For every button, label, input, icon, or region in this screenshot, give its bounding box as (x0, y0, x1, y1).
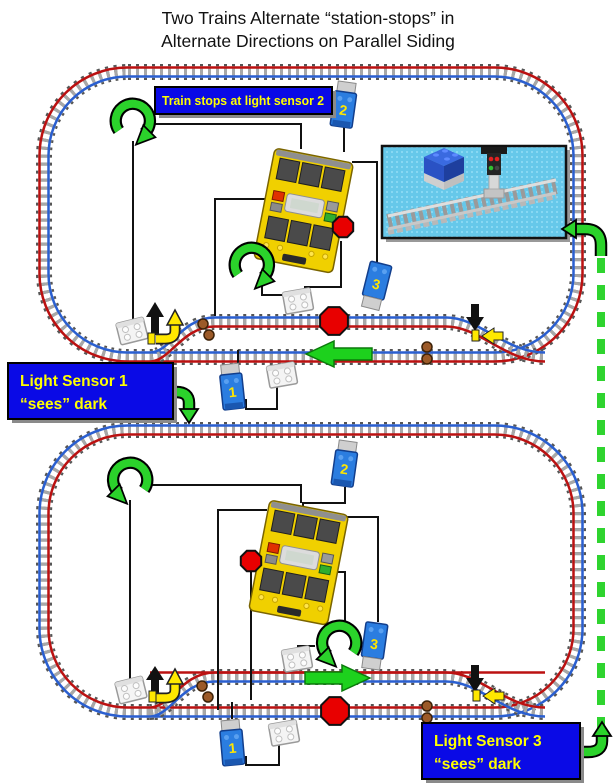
direction-arrow-left (304, 339, 373, 369)
flow-arrow-from-sensor3-label (576, 720, 613, 759)
callout-train-stops: Train stops at light sensor 2 (154, 86, 336, 118)
turnout-arrow-left-bottom (482, 687, 505, 705)
light-sensor-2-bottom: 2 (330, 439, 359, 488)
track-loop-bottom (36, 422, 586, 720)
callout-light-sensor-3-line2: “sees” dark (434, 756, 521, 773)
wires-loop-top (132, 121, 378, 410)
turnout-arrow-up-bottom (165, 667, 185, 685)
svg-text:1: 1 (228, 740, 237, 757)
wires-loop-bottom (129, 484, 379, 766)
page-title-line1: Two Trains Alternate “station-stops” in (162, 8, 455, 28)
trackside-sensor-marker (147, 332, 156, 345)
trackside-sensor-marker (472, 689, 481, 702)
sensor-1-number: 1 (228, 384, 238, 401)
stop-octagon (319, 306, 349, 336)
inset-photo-light-sensor (380, 144, 570, 242)
stop-octagon (320, 696, 350, 726)
flow-arrow-top-right (560, 218, 608, 256)
callout-light-sensor-1-line2: “sees” dark (20, 396, 107, 413)
sensor-2-number: 2 (338, 101, 348, 118)
turnout-arrow-left-top (481, 327, 504, 345)
light-sensor-3-top: 3 (360, 260, 393, 312)
callout-train-stops-text: Train stops at light sensor 2 (162, 94, 324, 108)
direction-arrow-right (304, 663, 372, 693)
switch-arrow-down-top (466, 304, 484, 331)
trackside-sensor-marker (148, 690, 157, 703)
callout-light-sensor-3: Light Sensor 3 “sees” dark (421, 722, 584, 783)
switch-arrow-up-bottom (146, 666, 164, 698)
inset-battery-box (424, 148, 464, 190)
callout-light-sensor-1: Light Sensor 1 “sees” dark (7, 362, 177, 423)
switch-arrow-down-bottom (466, 665, 484, 692)
callout-light-sensor-3-line1: Light Sensor 3 (434, 733, 542, 750)
stop-octagon (239, 549, 263, 573)
stop-octagon (331, 215, 355, 239)
callout-light-sensor-1-line1: Light Sensor 1 (20, 373, 128, 390)
light-sensor-2-top: 2 (329, 80, 358, 129)
light-sensor-1-bottom: 1 (219, 718, 246, 767)
turnout-arrow-up-top (165, 308, 185, 326)
inset-signal-mast (481, 147, 507, 199)
switch-arrow-up-top (146, 302, 164, 335)
trackside-sensor-marker (471, 329, 480, 342)
page-title-line2: Alternate Directions on Parallel Siding (161, 31, 455, 51)
rcx-brick-bottom (247, 499, 350, 626)
light-sensor-1-top: 1 (219, 362, 246, 411)
turnout-indicators (147, 308, 505, 705)
sensor-3-number: 3 (371, 275, 383, 292)
light-sensor-3-bottom: 3 (360, 621, 389, 671)
stop-markers (239, 215, 355, 726)
switch-point-dots (196, 318, 433, 724)
svg-text:3: 3 (369, 636, 379, 653)
svg-text:2: 2 (339, 460, 349, 477)
